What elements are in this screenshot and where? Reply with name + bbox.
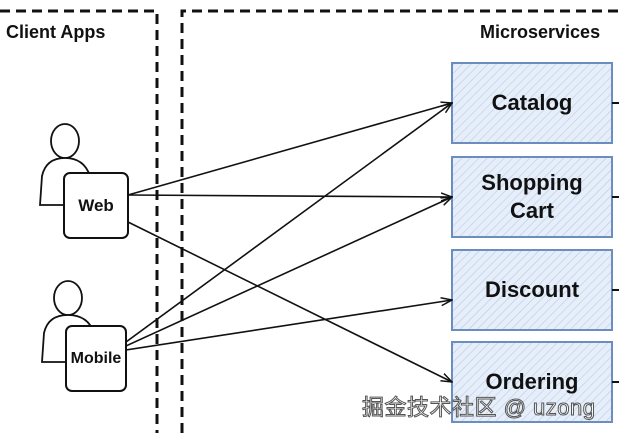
shopping-cart-service-label: Shopping Cart — [452, 157, 612, 237]
mobile-client-label: Mobile — [70, 349, 122, 367]
client-apps-boundary — [0, 9, 159, 433]
connection-mobile-to-catalog — [125, 103, 452, 343]
discount-service-box[interactable] — [451, 249, 613, 331]
microservices-boundary — [180, 9, 619, 433]
shopping-cart-line1: Shopping — [481, 170, 583, 195]
web-client-box[interactable] — [63, 172, 129, 239]
watermark-text: 掘金技术社区 @ uzong — [362, 395, 596, 421]
connection-web-to-catalog — [127, 103, 452, 196]
catalog-service-label: Catalog — [491, 90, 573, 115]
connection-web-to-shopping-cart — [127, 195, 452, 197]
client-apps-title: Client Apps — [6, 22, 106, 42]
microservices-title: Microservices — [480, 22, 601, 42]
connection-mobile-to-shopping-cart — [125, 197, 452, 347]
web-client-label: Web — [78, 195, 114, 215]
ordering-service-label: Ordering — [485, 369, 579, 394]
connection-web-to-ordering — [127, 221, 452, 382]
shopping-cart-line2: Cart — [509, 198, 554, 223]
discount-service-label: Discount — [484, 277, 580, 302]
mobile-client-box[interactable] — [65, 325, 127, 392]
connection-mobile-to-discount — [125, 300, 452, 351]
